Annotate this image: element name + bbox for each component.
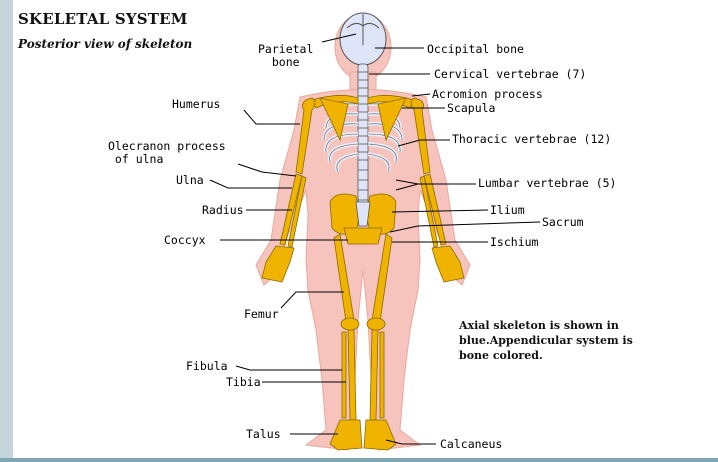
label-fibula: Fibula — [186, 360, 228, 373]
legend-note: Axial skeleton is shown in blue.Appendic… — [459, 318, 649, 363]
label-thoracic-vertebrae: Thoracic vertebrae (12) — [452, 133, 611, 146]
label-tibia: Tibia — [226, 376, 261, 389]
label-ulna: Ulna — [176, 174, 204, 187]
label-sacrum: Sacrum — [542, 216, 584, 229]
label-calcaneus: Calcaneus — [440, 438, 502, 451]
page-subtitle: Posterior view of skeleton — [18, 37, 192, 51]
skull — [340, 13, 386, 65]
label-lumbar-vertebrae: Lumbar vertebrae (5) — [478, 177, 616, 190]
label-humerus: Humerus — [172, 98, 220, 111]
label-olecranon-process: Olecranon process of ulna — [108, 140, 226, 166]
label-parietal-bone: Parietal bone — [258, 43, 313, 69]
spine — [358, 64, 368, 214]
label-scapula: Scapula — [447, 102, 495, 115]
label-occipital-bone: Occipital bone — [427, 43, 524, 56]
page-title: SKELETAL SYSTEM — [18, 10, 188, 28]
label-radius: Radius — [202, 204, 244, 217]
label-coccyx: Coccyx — [164, 234, 206, 247]
label-ilium: Ilium — [490, 204, 525, 217]
label-femur: Femur — [244, 308, 279, 321]
label-cervical-vertebrae: Cervical vertebrae (7) — [434, 68, 586, 81]
label-acromion-process: Acromion process — [432, 88, 543, 101]
label-ischium: Ischium — [490, 236, 538, 249]
label-talus: Talus — [246, 428, 281, 441]
